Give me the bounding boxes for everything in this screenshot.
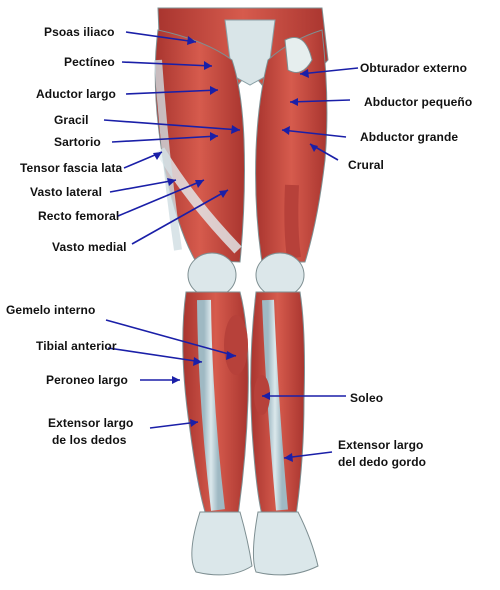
arrow-pectineo: [121, 61, 213, 67]
label-crural: Crural: [348, 158, 384, 172]
arrow-abductor-peq: [289, 99, 351, 103]
label-tensor-fascia-lata: Tensor fascia lata: [20, 161, 123, 175]
right-hip-joint: [284, 37, 313, 73]
arrow-abductor-gr: [281, 129, 347, 138]
label-vasto-lateral: Vasto lateral: [30, 185, 103, 199]
label-gemelo-interno: Gemelo interno: [6, 303, 96, 317]
arrow-gemelo: [105, 319, 237, 357]
label-obturador-externo: Obturador externo: [360, 61, 468, 75]
arrow-psoas: [125, 31, 197, 43]
arrow-gracil: [103, 119, 241, 131]
right-foot: [252, 511, 319, 576]
label-sartorio: Sartorio: [54, 135, 101, 149]
arrow-sartorio: [111, 135, 219, 143]
label-vasto-medial: Vasto medial: [52, 240, 127, 254]
label-extensor-largo-dedos-line1: Extensor largo: [48, 416, 134, 430]
label-abductor-grande: Abductor grande: [360, 130, 459, 144]
left-gastrocnemius: [224, 315, 248, 375]
left-itband: [154, 59, 182, 251]
label-tibial-anterior: Tibial anterior: [36, 339, 117, 353]
arrow-vasto-medial: [131, 189, 229, 245]
left-foot: [191, 511, 253, 576]
label-extensor-largo-gordo-line2: del dedo gordo: [338, 455, 427, 469]
arrowheads: [153, 36, 318, 462]
label-extensor-largo-gordo-line1: Extensor largo: [338, 438, 424, 452]
pointer-lines: [103, 31, 359, 459]
arrow-vasto-lateral: [109, 179, 177, 193]
right-knee: [255, 252, 305, 298]
right-soleus: [254, 375, 270, 415]
label-soleo: Soleo: [350, 391, 384, 405]
arrow-aductor: [125, 89, 219, 95]
label-psoas-iliaco: Psoas iliaco: [44, 25, 115, 39]
label-gracil: Gracil: [54, 113, 89, 127]
left-tibia: [197, 299, 225, 511]
label-pectineo: Pectíneo: [64, 55, 115, 69]
right-tibia: [262, 299, 288, 511]
arrow-tibial: [107, 347, 203, 363]
label-aductor-largo: Aductor largo: [36, 87, 116, 101]
right-thigh: [255, 29, 328, 263]
label-extensor-largo-dedos-line2: de los dedos: [52, 433, 127, 447]
arrow-recto: [117, 179, 205, 217]
label-recto-femoral: Recto femoral: [38, 209, 120, 223]
arrow-obturador: [299, 67, 359, 75]
right-rectus-band: [284, 184, 301, 259]
arrow-extensor-dedos: [149, 421, 199, 429]
label-abductor-pequeno: Abductor pequeño: [364, 95, 473, 109]
left-knee: [187, 252, 237, 298]
left-thigh: [154, 29, 245, 263]
label-peroneo-largo: Peroneo largo: [46, 373, 128, 387]
